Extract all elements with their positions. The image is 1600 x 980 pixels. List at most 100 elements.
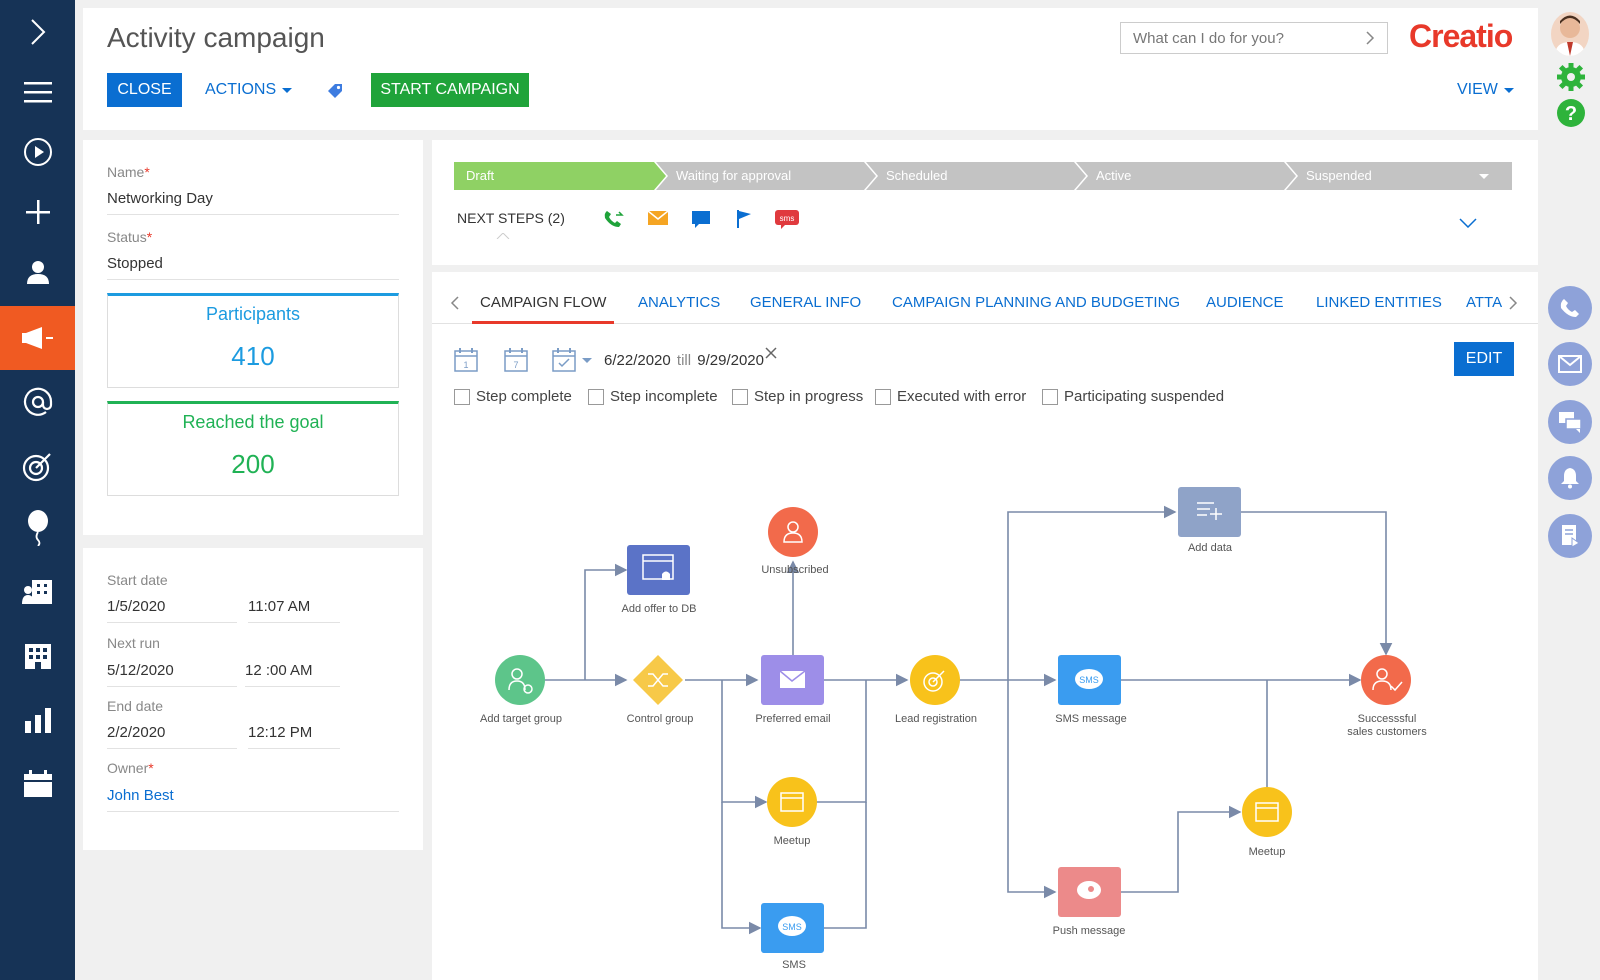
help-icon[interactable]: ? (1556, 98, 1586, 133)
chevron-right-icon (1366, 31, 1375, 45)
owner-field[interactable]: John Best (107, 787, 399, 812)
checkbox-box (1042, 388, 1058, 405)
checkbox-label: Step complete (476, 388, 572, 405)
megaphone-icon[interactable] (0, 306, 75, 370)
target-icon[interactable] (0, 436, 75, 496)
right-panel: ? (1538, 0, 1600, 980)
search-input[interactable]: What can I do for you? (1120, 22, 1388, 54)
checkbox-box (732, 388, 748, 405)
campaign-tabs-card: CAMPAIGN FLOW ANALYTICS GENERAL INFO CAM… (432, 272, 1538, 980)
left-sidebar (0, 0, 75, 980)
chevron-down-icon (582, 357, 592, 363)
document-icon[interactable] (1548, 514, 1592, 558)
building-icon[interactable] (0, 626, 75, 686)
tab-campaign-planning[interactable]: CAMPAIGN PLANNING AND BUDGETING (892, 294, 1181, 311)
actions-label: ACTIONS (205, 81, 277, 98)
checkbox-box (588, 388, 604, 405)
balloon-icon[interactable] (0, 498, 75, 558)
clear-date-icon[interactable] (765, 346, 777, 364)
at-icon[interactable] (0, 372, 75, 432)
avatar[interactable] (1551, 12, 1589, 56)
date-to: 9/29/2020 (697, 352, 764, 369)
menu-icon[interactable] (0, 62, 75, 122)
start-time-field[interactable]: 11:07 AM (248, 598, 340, 623)
sms-icon[interactable]: sms (775, 210, 799, 235)
svg-text:sms: sms (780, 214, 795, 223)
chat-icon[interactable] (1548, 400, 1592, 444)
stage-active[interactable]: Active (1096, 168, 1132, 183)
chevron-left-icon[interactable] (450, 296, 460, 315)
phone-icon[interactable] (1548, 286, 1592, 330)
name-field[interactable]: Networking Day (107, 190, 399, 215)
contacts-building-icon[interactable] (0, 562, 75, 622)
stage-card: Draft Waiting for approval Scheduled Act… (432, 140, 1538, 265)
date-range[interactable]: 6/22/2020 till 9/29/2020 (604, 352, 764, 369)
bell-icon[interactable] (1548, 456, 1592, 500)
step-incomplete-checkbox[interactable]: Step incomplete (588, 388, 718, 405)
calendar-range-dropdown[interactable] (552, 348, 592, 372)
next-run-time-field[interactable]: 12 :00 AM (245, 662, 340, 687)
play-icon[interactable] (0, 122, 75, 182)
end-time-field[interactable]: 12:12 PM (248, 724, 340, 749)
name-field-label: Name* (107, 164, 150, 180)
reached-goal-widget[interactable]: Reached the goal 200 (107, 401, 399, 496)
chevron-right-icon[interactable] (1508, 296, 1518, 315)
participants-value: 410 (231, 341, 275, 371)
bar-chart-icon[interactable] (0, 690, 75, 750)
checkbox-label: Step in progress (754, 388, 864, 405)
actions-dropdown[interactable]: ACTIONS (205, 81, 293, 99)
chevron-down-icon (1503, 87, 1514, 93)
calendar-icon[interactable] (0, 754, 75, 814)
status-field[interactable]: Stopped (107, 255, 399, 280)
step-in-progress-checkbox[interactable]: Step in progress (732, 388, 863, 405)
email-icon[interactable] (647, 210, 669, 231)
next-run-date-field[interactable]: 5/12/2020 (107, 662, 237, 687)
participating-suspended-checkbox[interactable]: Participating suspended (1042, 388, 1224, 405)
message-icon[interactable] (692, 210, 710, 233)
tag-icon[interactable] (326, 82, 344, 105)
search-placeholder: What can I do for you? (1133, 29, 1284, 47)
step-complete-checkbox[interactable]: Step complete (454, 388, 572, 405)
gear-icon[interactable] (1556, 62, 1586, 97)
stage-waiting-for-approval[interactable]: Waiting for approval (676, 168, 792, 183)
email-icon[interactable] (1548, 342, 1592, 386)
edit-button[interactable]: EDIT (1454, 342, 1514, 376)
call-icon[interactable] (604, 210, 624, 233)
start-date-field[interactable]: 1/5/2020 (107, 598, 237, 623)
checkbox-box (454, 388, 470, 405)
tab-attachments[interactable]: ATTA (1466, 294, 1502, 311)
start-campaign-button[interactable]: START CAMPAIGN (371, 73, 529, 107)
date-from: 6/22/2020 (604, 352, 671, 369)
schedule-card: Start date 1/5/2020 11:07 AM Next run 5/… (83, 548, 423, 850)
stage-scheduled[interactable]: Scheduled (886, 168, 948, 183)
participants-label: Participants (205, 304, 301, 324)
tab-analytics[interactable]: ANALYTICS (638, 294, 721, 311)
end-date-label: End date (107, 698, 164, 714)
calendar-day-icon[interactable]: 1 (454, 348, 478, 377)
tab-campaign-flow[interactable]: CAMPAIGN FLOW (472, 294, 615, 324)
tab-general-info[interactable]: GENERAL INFO (750, 294, 862, 311)
plus-icon[interactable] (0, 182, 75, 242)
expand-icon[interactable] (0, 2, 75, 62)
checkbox-label: Executed with error (897, 388, 1027, 405)
flag-icon[interactable] (736, 210, 752, 233)
reached-goal-label: Reached the goal (182, 412, 324, 432)
participants-widget[interactable]: Participants 410 (107, 293, 399, 388)
person-icon[interactable] (0, 242, 75, 302)
reached-goal-value: 200 (231, 449, 275, 479)
checkbox-label: Step incomplete (610, 388, 718, 405)
calendar-week-icon[interactable]: 7 (504, 348, 528, 377)
calendar-check-icon (552, 348, 576, 372)
svg-text:?: ? (1565, 103, 1577, 125)
close-button[interactable]: CLOSE (107, 73, 182, 107)
end-date-field[interactable]: 2/2/2020 (107, 724, 237, 749)
view-dropdown[interactable]: VIEW (1457, 81, 1514, 99)
next-steps-label[interactable]: NEXT STEPS (2) (457, 210, 565, 226)
chevron-down-icon[interactable] (1459, 215, 1477, 233)
stage-suspended[interactable]: Suspended (1306, 168, 1372, 183)
tab-linked-entities[interactable]: LINKED ENTITIES (1316, 294, 1442, 311)
date-till-label: till (676, 352, 692, 369)
stage-draft[interactable]: Draft (466, 168, 495, 183)
executed-with-error-checkbox[interactable]: Executed with error (875, 388, 1026, 405)
tab-audience[interactable]: AUDIENCE (1206, 294, 1284, 311)
